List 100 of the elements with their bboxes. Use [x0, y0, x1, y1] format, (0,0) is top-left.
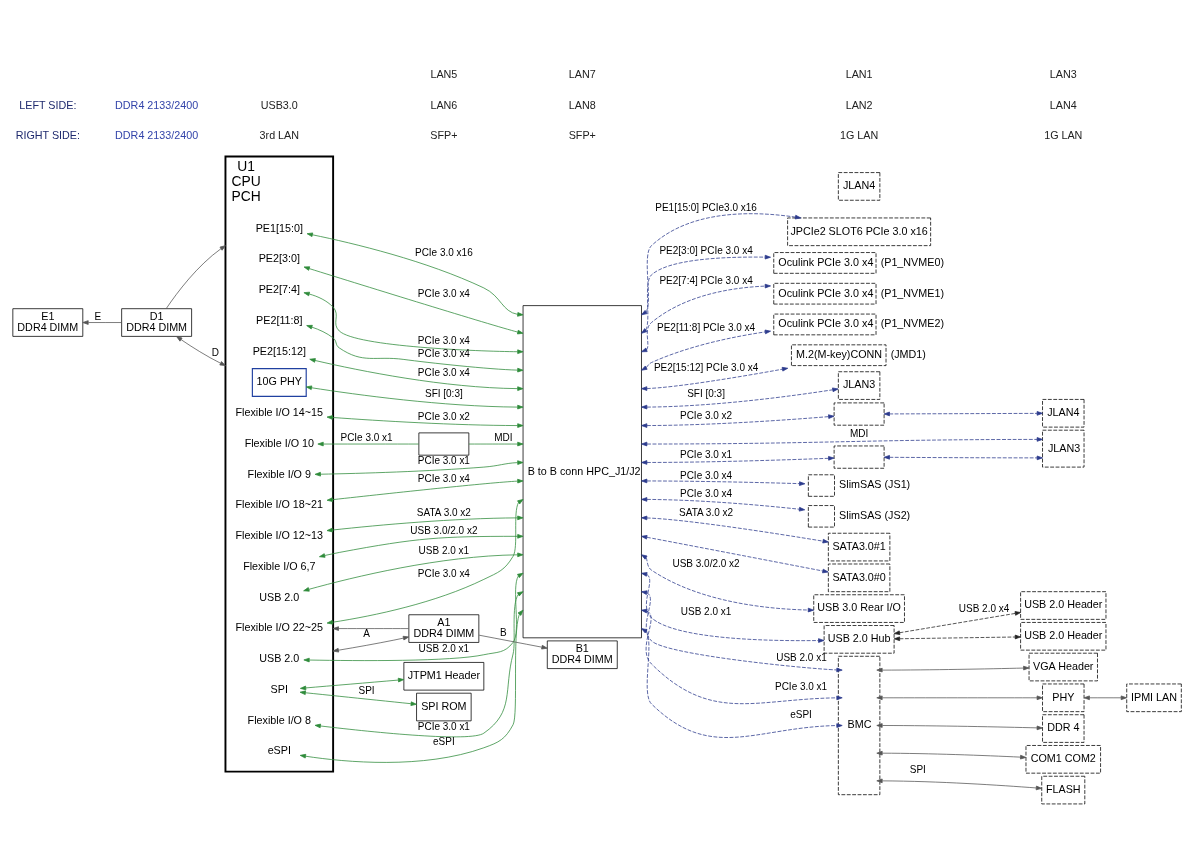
edge-label: PCIe 3.0 x1: [417, 455, 470, 467]
arrow: [876, 695, 1043, 701]
arrow: [876, 723, 1043, 731]
arrow: [893, 611, 1021, 635]
arrow: [641, 213, 802, 316]
edge-label: SPI: [909, 764, 926, 776]
label: LAN4: [1049, 98, 1077, 111]
node-box: USB 2.0 Hub: [823, 625, 895, 654]
node-text: PE2[11:8]: [256, 313, 303, 326]
node-box: B to B conn HPC_J1/J2: [522, 305, 642, 639]
edge-label: PCIe 3.0 x2: [417, 410, 470, 422]
arrow: [299, 609, 524, 763]
node-box: DDR 4: [1042, 714, 1085, 743]
edge-label: PE2[15:12] PCIe 3.0 x4: [653, 362, 759, 374]
node-text: eSPI: [267, 744, 291, 757]
node-box: 10G PHY: [251, 368, 307, 397]
edge-label: A: [363, 628, 370, 640]
edge-label: eSPI: [433, 736, 455, 748]
arrow: [332, 635, 410, 653]
arrow: [176, 336, 226, 366]
edge-label: USB 2.0 x4: [958, 602, 1010, 614]
label: LAN5: [430, 67, 458, 80]
arrow: [641, 515, 829, 544]
node-box: USB 2.0 Header: [1020, 622, 1107, 651]
label: 3rd LAN: [259, 129, 300, 142]
label: 1G LAN: [1044, 129, 1083, 142]
edge-label: USB 3.0/2.0 x2: [410, 525, 478, 537]
edge-label: PCIe 3.0 x1: [340, 432, 393, 444]
arrow: [326, 478, 524, 502]
edge-label: D: [211, 346, 220, 358]
label: LAN2: [845, 98, 873, 111]
edge-label: PCIe 3.0 x4: [417, 347, 470, 359]
node-text: Flexible I/O 14~15: [235, 406, 324, 419]
edge-label: PCIe 3.0 x1: [775, 681, 828, 693]
node-text: Flexible I/O 22~25: [235, 621, 324, 634]
arrow: [641, 414, 835, 428]
arrow: [876, 778, 1043, 791]
label: 1G LAN: [839, 129, 879, 142]
arrow: [641, 387, 839, 410]
edge-label: B: [500, 626, 507, 638]
node-box: [807, 474, 835, 497]
arrow: [306, 324, 524, 373]
node-box: FLASH: [1041, 775, 1086, 805]
edge-label: PE1[15:0] PCIe3.0 x16: [655, 202, 757, 214]
edge-label: PCIe 3.0 x4: [417, 334, 470, 346]
node-box: COM1 COM2: [1025, 745, 1101, 774]
arrow: [893, 634, 1021, 642]
arrow: [299, 690, 417, 706]
arrow: [306, 232, 524, 317]
arrow: [332, 626, 409, 631]
node-box: B1 DDR4 DIMM: [546, 640, 618, 669]
node-label: (P1_NVME2): [880, 317, 944, 330]
edge-label: PCIe 3.0 x4: [417, 567, 470, 579]
label: LEFT SIDE:: [19, 98, 77, 111]
node-text: Flexible I/O 18~21: [235, 498, 324, 511]
edge-label: USB 2.0 x1: [680, 606, 732, 618]
label: LAN7: [568, 67, 596, 80]
edge-label: USB 2.0 x1: [418, 642, 470, 654]
arrow: [314, 460, 524, 477]
node-box: VGA Header: [1028, 652, 1098, 682]
arrow: [478, 634, 548, 650]
edge-label: USB 2.0 x1: [776, 652, 827, 664]
arrow: [303, 552, 524, 592]
arrow: [641, 497, 806, 512]
edge-label: SATA 3.0 x2: [416, 506, 471, 518]
edge-label: PE2[11:8] PCIe 3.0 x4: [657, 322, 756, 334]
edge-label: SFI [0:3]: [424, 388, 463, 400]
arrow: [326, 515, 524, 533]
edge-label: PE2[7:4] PCIe 3.0 x4: [659, 274, 753, 286]
node-box: E1 DDR4 DIMM: [12, 308, 84, 337]
arrow: [883, 455, 1043, 461]
node-label: (P1_NVME1): [880, 286, 944, 299]
node-box: SATA3.0#0: [827, 563, 891, 593]
node-text: Flexible I/O 9: [247, 467, 311, 480]
arrow: [641, 366, 789, 391]
arrow: [641, 456, 835, 465]
arrow: [641, 329, 771, 371]
arrow: [303, 572, 524, 663]
edge-label: E: [94, 310, 102, 322]
edge-label: PCIe 3.0 x2: [680, 409, 733, 421]
label: LAN1: [845, 67, 873, 80]
node-box: JLAN4: [1042, 399, 1085, 428]
arrow: [876, 665, 1030, 673]
arrow: [303, 291, 524, 354]
node-box: D1 DDR4 DIMM: [121, 308, 192, 337]
edge-label: PCIe 3.0 x4: [680, 488, 733, 500]
node-box: PHY: [1042, 683, 1085, 713]
node-box: SPI ROM: [416, 692, 472, 722]
arrow: [883, 411, 1043, 417]
edge-label: PE2[3:0] PCIe 3.0 x4: [659, 245, 753, 257]
label: LAN6: [430, 98, 458, 111]
edge-label: PCIe 3.0 x4: [417, 366, 470, 378]
label: RIGHT SIDE:: [15, 129, 80, 142]
arrow: [305, 385, 524, 410]
node-text: Flexible I/O 6,7: [243, 559, 316, 572]
node-box: JLAN3: [1042, 429, 1085, 468]
node-text: USB 2.0: [259, 652, 300, 665]
edge-label: PCIe 3.0 x4: [417, 473, 470, 485]
arrow: [309, 358, 524, 391]
arrow: [641, 554, 814, 613]
